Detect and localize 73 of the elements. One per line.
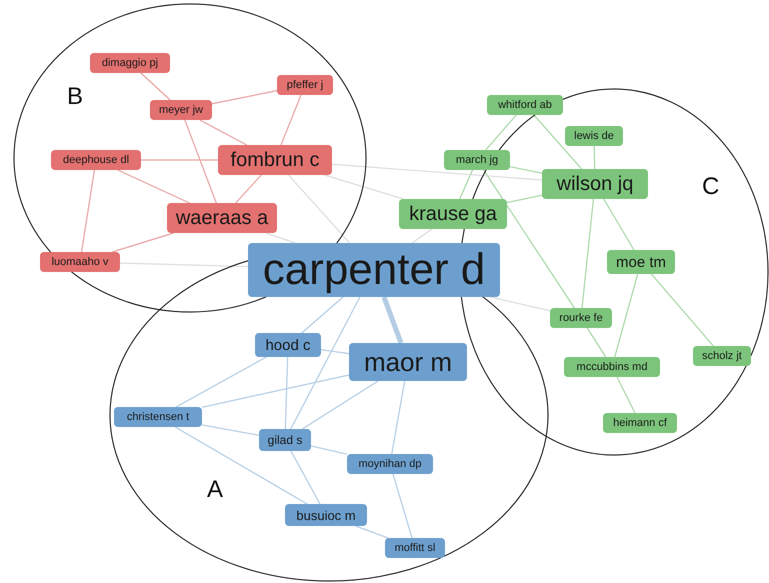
author-label: busuioc m	[285, 504, 367, 526]
author-label: heimann cf	[603, 413, 677, 433]
link-line	[506, 194, 542, 204]
link-line	[483, 170, 575, 308]
author-label: gilad s	[259, 429, 311, 451]
link-line	[382, 296, 404, 344]
link-line	[284, 356, 288, 430]
author-label: whitford ab	[487, 95, 563, 115]
link-line	[184, 120, 217, 204]
link-line	[485, 114, 517, 150]
author-label: maor m	[349, 343, 467, 381]
author-label: rourke fe	[550, 308, 612, 328]
link-line	[140, 72, 171, 100]
link-line	[280, 94, 302, 146]
link-line	[212, 90, 278, 104]
link-line	[235, 174, 262, 204]
link-line	[112, 232, 174, 253]
cluster-letter: C	[702, 175, 720, 199]
author-label: mccubbins md	[564, 357, 660, 377]
author-label: scholz jt	[693, 346, 751, 366]
link-line	[616, 376, 636, 414]
cluster-letter: A	[207, 478, 224, 502]
author-label: moffitt sl	[385, 538, 445, 558]
link-line	[141, 159, 218, 161]
link-line	[324, 174, 404, 200]
link-line	[200, 119, 248, 146]
link-line	[614, 274, 638, 358]
link-line	[80, 170, 96, 252]
link-line	[586, 328, 606, 358]
link-line	[412, 228, 432, 244]
author-label: deephouse dl	[51, 150, 141, 170]
link-line	[533, 114, 582, 170]
link-line	[266, 232, 296, 244]
author-label: christensen t	[114, 407, 202, 427]
link-line	[581, 198, 594, 308]
author-label: meyer jw	[150, 100, 212, 120]
link-line	[202, 424, 260, 436]
link-line	[603, 198, 634, 250]
author-label: fombrun c	[218, 145, 332, 175]
link-line	[288, 174, 350, 244]
link-line	[174, 426, 308, 505]
author-label: march jg	[444, 150, 510, 170]
link-line	[650, 274, 714, 346]
link-line	[202, 374, 350, 408]
link-line	[332, 164, 542, 181]
link-line	[392, 474, 413, 538]
author-label: waeraas a	[167, 203, 277, 233]
link-line	[490, 296, 550, 312]
link-line	[310, 445, 348, 455]
author-label: dimaggio pj	[90, 53, 170, 73]
link-line	[594, 146, 596, 170]
link-line	[355, 525, 388, 539]
link-line	[290, 450, 321, 504]
author-label: pfeffer j	[277, 75, 333, 95]
link-line	[290, 296, 360, 430]
link-line	[510, 166, 542, 174]
link-line	[459, 170, 474, 200]
author-label: wilson jq	[542, 169, 648, 199]
author-label: carpenter d	[248, 243, 500, 297]
link-line	[301, 296, 344, 334]
author-label: hood c	[255, 333, 321, 357]
author-label: krause ga	[399, 199, 507, 229]
link-line	[391, 380, 406, 454]
author-label: moe tm	[607, 250, 675, 274]
link-line	[117, 169, 190, 204]
link-line	[176, 356, 267, 408]
author-label: luomaaho v	[40, 252, 120, 272]
link-line	[302, 380, 378, 430]
author-label: moynihan dp	[347, 454, 433, 474]
cluster-letter: B	[67, 85, 84, 109]
author-label: lewis de	[565, 126, 623, 146]
link-line	[320, 349, 350, 354]
link-line	[120, 262, 248, 268]
